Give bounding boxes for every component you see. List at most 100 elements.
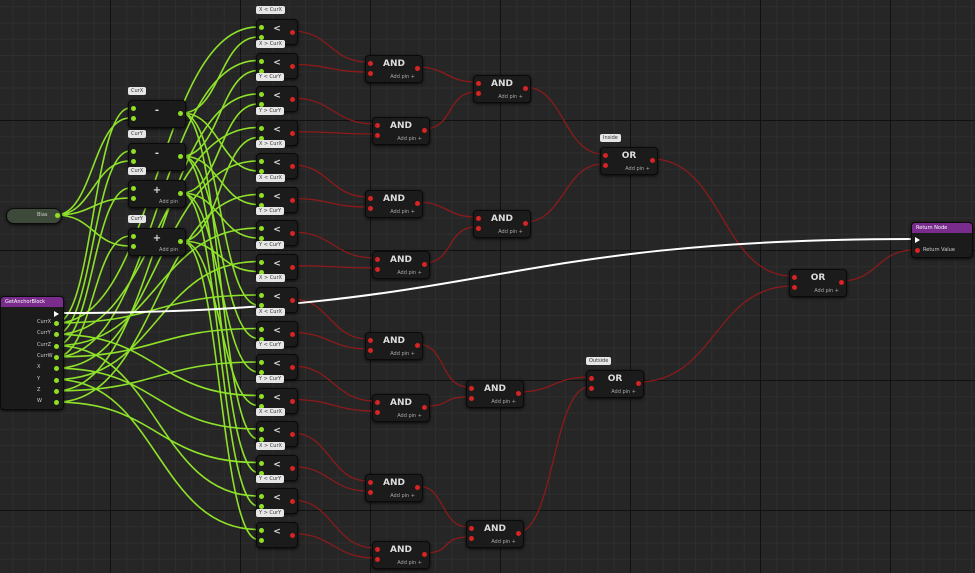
add-pin-label[interactable]: Add pin + <box>397 270 422 276</box>
and-in-a[interactable] <box>375 400 380 405</box>
and-in-a[interactable] <box>469 526 474 531</box>
compare-out[interactable] <box>290 97 295 102</box>
add-pin-label[interactable]: Add pin + <box>390 209 415 215</box>
and-out[interactable] <box>415 343 420 348</box>
compare-in-a[interactable] <box>259 259 264 265</box>
compare-in-a[interactable] <box>259 92 264 97</box>
bias-out-pin[interactable] <box>55 213 60 218</box>
compare-in-a[interactable] <box>259 293 264 298</box>
and-in-a[interactable] <box>469 386 474 391</box>
and-out[interactable] <box>422 552 427 557</box>
math-out[interactable] <box>178 154 183 159</box>
and-out[interactable] <box>422 262 427 267</box>
compare-in-b[interactable] <box>259 470 264 476</box>
add-pin-label[interactable]: Add pin + <box>814 288 839 294</box>
math-in-a[interactable] <box>131 234 136 239</box>
math-in-b[interactable] <box>131 159 136 164</box>
compare-in-a[interactable] <box>259 159 264 164</box>
compare-out[interactable] <box>290 63 295 69</box>
compare-out[interactable] <box>290 164 295 169</box>
and-in-b[interactable] <box>375 267 380 272</box>
and-out[interactable] <box>415 66 420 71</box>
and-out[interactable] <box>516 531 521 536</box>
compare-in-b[interactable] <box>259 370 264 375</box>
compare-out[interactable] <box>290 197 295 203</box>
or-in-b[interactable] <box>792 285 797 290</box>
compare-in-b[interactable] <box>259 202 264 208</box>
compare-in-a[interactable] <box>259 25 264 30</box>
output-pin-3[interactable] <box>54 354 59 360</box>
compare-out[interactable] <box>290 365 295 370</box>
compare-in-b[interactable] <box>259 537 264 543</box>
math-out[interactable] <box>178 111 183 116</box>
and-in-b[interactable] <box>368 71 373 76</box>
or-out[interactable] <box>636 381 641 386</box>
math-in-a[interactable] <box>131 106 136 111</box>
and-in-b[interactable] <box>375 410 380 415</box>
return-value-pin[interactable] <box>915 248 920 253</box>
and-in-b[interactable] <box>469 536 474 541</box>
or-out[interactable] <box>650 158 655 163</box>
bias-variable-node[interactable]: Bias <box>6 208 62 224</box>
compare-in-b[interactable] <box>259 169 264 174</box>
and-in-b[interactable] <box>368 490 373 495</box>
add-pin-label[interactable]: Add pin + <box>625 166 650 172</box>
and-in-b[interactable] <box>368 348 373 353</box>
compare-out[interactable] <box>290 398 295 404</box>
math-in-b[interactable] <box>131 244 136 249</box>
output-pin-0[interactable] <box>54 321 59 326</box>
and-out[interactable] <box>415 201 420 206</box>
output-pin-4[interactable] <box>54 366 59 372</box>
compare-in-a[interactable] <box>259 494 264 499</box>
or-in-a[interactable] <box>603 153 608 158</box>
and-out[interactable] <box>422 405 427 410</box>
compare-out[interactable] <box>290 331 295 337</box>
and-in-b[interactable] <box>476 91 481 96</box>
compare-out[interactable] <box>290 465 295 471</box>
compare-out[interactable] <box>290 30 295 35</box>
math-out[interactable] <box>178 239 183 244</box>
add-pin-label[interactable]: Add pin + <box>397 560 422 566</box>
exec-in-pin[interactable] <box>915 237 920 243</box>
add-pin-label[interactable]: Add pin + <box>498 94 523 100</box>
compare-in-a[interactable] <box>259 360 264 365</box>
add-pin-label[interactable]: Add pin + <box>491 399 516 405</box>
compare-in-b[interactable] <box>259 336 264 342</box>
compare-in-b[interactable] <box>259 303 264 308</box>
and-out[interactable] <box>422 128 427 133</box>
compare-in-b[interactable] <box>259 504 264 509</box>
and-in-b[interactable] <box>375 133 380 138</box>
add-pin-label[interactable]: Add pin + <box>491 539 516 545</box>
and-in-a[interactable] <box>368 196 373 201</box>
exec-out-pin[interactable] <box>54 311 59 317</box>
output-pin-5[interactable] <box>54 377 59 383</box>
compare-in-a[interactable] <box>259 460 264 466</box>
compare-in-b[interactable] <box>259 102 264 107</box>
math-in-b[interactable] <box>131 196 136 201</box>
compare-in-a[interactable] <box>259 125 264 131</box>
add-pin-label[interactable]: Add pin + <box>390 493 415 499</box>
or-in-a[interactable] <box>792 275 797 280</box>
or-in-b[interactable] <box>603 163 608 168</box>
and-in-a[interactable] <box>476 216 481 221</box>
compare-in-a[interactable] <box>259 527 264 533</box>
math-in-b[interactable] <box>131 116 136 121</box>
compare-in-a[interactable] <box>259 427 264 432</box>
output-pin-7[interactable] <box>54 400 59 406</box>
and-in-a[interactable] <box>476 81 481 86</box>
or-in-b[interactable] <box>589 386 594 391</box>
compare-in-b[interactable] <box>259 437 264 442</box>
compare-out[interactable] <box>290 298 295 303</box>
math-node-3[interactable]: +Add pin <box>128 228 186 256</box>
